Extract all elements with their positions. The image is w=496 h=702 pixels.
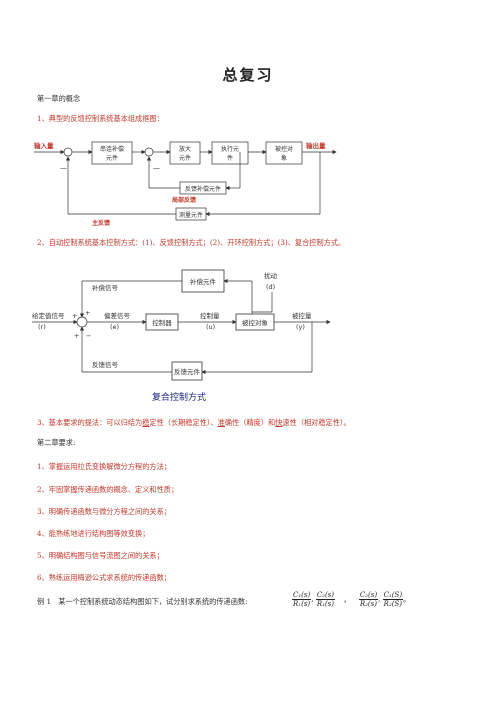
svg-text:被控量: 被控量 xyxy=(292,311,312,320)
chapter2-item-2: 2、牢固掌握传递函数的概念、定义和性质； xyxy=(37,485,179,494)
feedback-element-box xyxy=(171,361,203,381)
chapter1-heading: 第一章的概念 xyxy=(37,94,81,103)
svg-text:+: + xyxy=(85,309,90,317)
svg-text:反馈补偿元件: 反馈补偿元件 xyxy=(185,185,221,193)
chapter2-item-4: 4、能熟练地进行结构图等效变换； xyxy=(37,529,150,538)
chapter2-item-3: 3、明确传递函数与微分方程之间的关系； xyxy=(37,507,171,516)
fraction-c2-r1: C₂(s)R₁(s) xyxy=(315,591,336,608)
svg-text:测量元件: 测量元件 xyxy=(179,211,203,219)
svg-text:(d): (d) xyxy=(266,283,275,291)
chapter1-item1: 1、典型的反馈控制系统基本组成框图： xyxy=(37,114,164,123)
actuator-box xyxy=(211,141,249,165)
transfer-functions: C₁(s)R₁(s), C₂(s)R₁(s) ， C₂(s)R₂(s), C₁(… xyxy=(292,591,411,608)
svg-text:(y): (y) xyxy=(296,323,305,331)
svg-text:串连补偿: 串连补偿 xyxy=(100,145,124,153)
chapter2-heading: 第二章要求: xyxy=(37,438,76,447)
svg-text:控制量: 控制量 xyxy=(200,311,220,320)
input-label: 输入量 xyxy=(34,141,54,150)
chapter2-item-6: 6、熟练运用梅逊公式求系统的传递函数； xyxy=(37,573,171,582)
plant-box xyxy=(265,141,303,165)
chapter1-item2: 2、自动控制系统基本控制方式：(1)、反馈控制方式；(2)、开环控制方式；(3)… xyxy=(37,238,346,247)
svg-text:给定值信号: 给定值信号 xyxy=(32,311,65,320)
fraction-c2-r2: C₂(s)R₂(s) xyxy=(358,591,379,608)
svg-text:象: 象 xyxy=(281,154,287,162)
svg-text:元件: 元件 xyxy=(106,154,118,162)
svg-text:反馈元件: 反馈元件 xyxy=(174,367,201,376)
fraction-c1-r2: C₁(S)R₂(S) xyxy=(382,591,404,608)
summing-junction-2 xyxy=(144,147,154,157)
main-feedback-label: 主反馈 xyxy=(92,219,110,227)
svg-text:(u): (u) xyxy=(206,323,215,331)
chapter2-item-5: 5、明确结构图与信号流图之间的关系； xyxy=(37,551,164,560)
svg-text:补偿信号: 补偿信号 xyxy=(92,283,119,292)
example-1-text: 例 1 某一个控制系统动态结构图如下，试分别求系统的传递函数: xyxy=(37,597,248,606)
svg-text:−: − xyxy=(86,332,91,340)
svg-text:(e): (e) xyxy=(110,323,119,331)
amplifier-box xyxy=(169,141,201,165)
diagram-caption: 复合控制方式 xyxy=(152,391,206,403)
summing-junction xyxy=(76,316,88,328)
svg-text:反馈信号: 反馈信号 xyxy=(92,360,119,369)
svg-text:被控对象: 被控对象 xyxy=(242,318,269,327)
svg-text:元件: 元件 xyxy=(179,154,191,162)
svg-text:—: — xyxy=(60,164,67,172)
svg-text:件: 件 xyxy=(227,154,233,162)
feedback-block-diagram: 输入量 输出量 串连补偿 元件 放大 元件 执行元 件 被控对 象 反馈补偿元件 xyxy=(34,141,337,227)
chapter1-item3: 3、基本要求的提法：可以归结为稳定性（长期稳定性）、准确性（精度）和快速性（相对… xyxy=(37,418,351,427)
svg-text:—: — xyxy=(153,164,160,172)
svg-text:补偿元件: 补偿元件 xyxy=(190,277,217,286)
composite-control-diagram: 补偿元件 补偿信号 扰动 (d) 给定值信号 (r) + + + − 偏差信号 … xyxy=(32,269,331,403)
series-compensator-box xyxy=(91,141,133,165)
svg-text:(r): (r) xyxy=(38,323,46,331)
local-feedback-label: 局部反馈 xyxy=(171,196,196,204)
svg-text:+: + xyxy=(74,332,79,340)
summing-junction-1 xyxy=(63,147,73,157)
fraction-c1-r1: C₁(s)R₁(s) xyxy=(292,591,312,608)
output-label: 输出量 xyxy=(306,141,326,150)
svg-text:执行元: 执行元 xyxy=(221,145,239,153)
svg-text:+: + xyxy=(72,312,77,320)
chapter2-item-1: 1、掌握运用拉氏变换解微分方程的方法； xyxy=(37,462,171,471)
page-title: 总复习 xyxy=(222,66,274,84)
svg-text:扰动: 扰动 xyxy=(264,271,278,280)
svg-text:偏差信号: 偏差信号 xyxy=(104,311,131,320)
svg-text:被控对: 被控对 xyxy=(275,145,293,153)
svg-text:放大: 放大 xyxy=(179,145,191,153)
svg-text:控制器: 控制器 xyxy=(152,318,172,327)
